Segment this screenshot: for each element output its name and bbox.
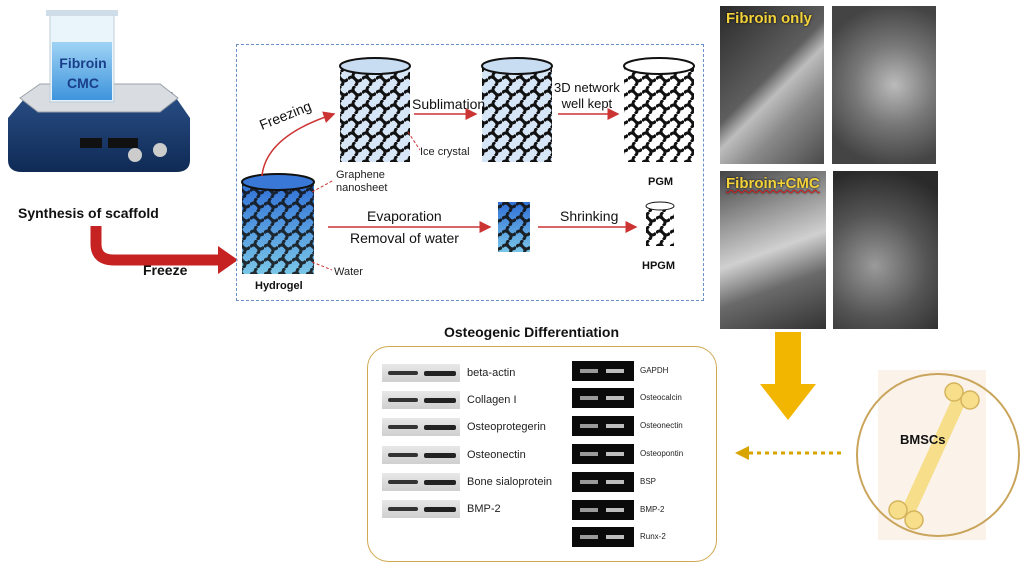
western-blot-label: Bone sialoprotein [467, 476, 553, 488]
process-schematic [241, 57, 695, 274]
pcr-label: Osteonectin [640, 421, 683, 430]
freeze-arrow-icon [90, 226, 238, 274]
western-blot-band [382, 500, 460, 518]
process-diagram-panel [236, 44, 704, 301]
pcr-label: BMP-2 [640, 505, 665, 514]
network-label-line2: well kept [561, 96, 613, 111]
western-blot-band [382, 418, 460, 436]
evaporation-label: Evaporation [367, 208, 442, 224]
western-blot-label: Collagen I [467, 394, 517, 406]
dotted-arrow-icon [735, 446, 841, 460]
sem-image-fibroin-cmc-high [833, 171, 938, 329]
bmsc-label: BMSCs [900, 432, 946, 447]
western-blot-label: BMP-2 [467, 503, 501, 515]
beaker-label-cmc: CMC [67, 75, 99, 91]
shrinking-label: Shrinking [560, 208, 619, 224]
osteo-panel [367, 346, 717, 562]
pcr-gel-band [572, 361, 634, 381]
western-blot-label: Osteonectin [467, 449, 526, 461]
pcr-gel-band [572, 388, 634, 408]
bone-icon [888, 382, 980, 530]
ice-crystal-label: Ice crystal [420, 146, 470, 158]
pcr-label: Osteopontin [640, 449, 684, 458]
sublimation-label: Sublimation [412, 96, 486, 112]
bmsc-circle [856, 373, 1020, 537]
network-label-line1: 3D network [554, 80, 620, 95]
western-blot-band [382, 473, 460, 491]
western-blot-band [382, 446, 460, 464]
hotplate-icon [8, 10, 190, 172]
pcr-gel-band [572, 527, 634, 547]
removal-of-water-label: Removal of water [350, 230, 459, 246]
beaker-on-hotplate-illustration: Fibroin CMC [0, 0, 200, 200]
graphene-label-line2: nanosheet [336, 182, 388, 194]
sem-label-fibroin-only: Fibroin only [726, 10, 812, 27]
pcr-gel-band [572, 472, 634, 492]
pcr-gel-band [572, 416, 634, 436]
pcr-label: Runx-2 [640, 532, 666, 541]
sem-image-fibroin-only-high [832, 6, 936, 164]
pcr-label: Osteocalcin [640, 393, 682, 402]
pcr-label: BSP [640, 477, 657, 486]
beaker-label-fibroin: Fibroin [59, 55, 107, 71]
western-blot-band [382, 391, 460, 409]
synthesis-label: Synthesis of scaffold [18, 205, 159, 221]
hydrogel-label: Hydrogel [255, 280, 303, 292]
osteo-title: Osteogenic Differentiation [444, 324, 620, 340]
western-blot-label: beta-actin [467, 367, 516, 379]
sem-image-fibroin-cmc-low: Fibroin+CMC [720, 171, 826, 329]
western-blot-label: Osteoprotegerin [467, 421, 546, 433]
pgm-label: PGM [648, 176, 674, 188]
western-blot-band [382, 364, 460, 382]
pcr-label: GAPDH [640, 366, 669, 375]
graphene-label-line1: Graphene [336, 169, 385, 181]
hpgm-label: HPGM [642, 260, 675, 272]
sem-label-fibroin-cmc: Fibroin+CMC [726, 175, 820, 192]
pcr-gel-band [572, 444, 634, 464]
freeze-label: Freeze [143, 262, 188, 278]
water-label: Water [334, 266, 363, 278]
sem-image-fibroin-only-low: Fibroin only [720, 6, 824, 164]
down-arrow-icon [760, 332, 816, 420]
pcr-gel-band [572, 500, 634, 520]
